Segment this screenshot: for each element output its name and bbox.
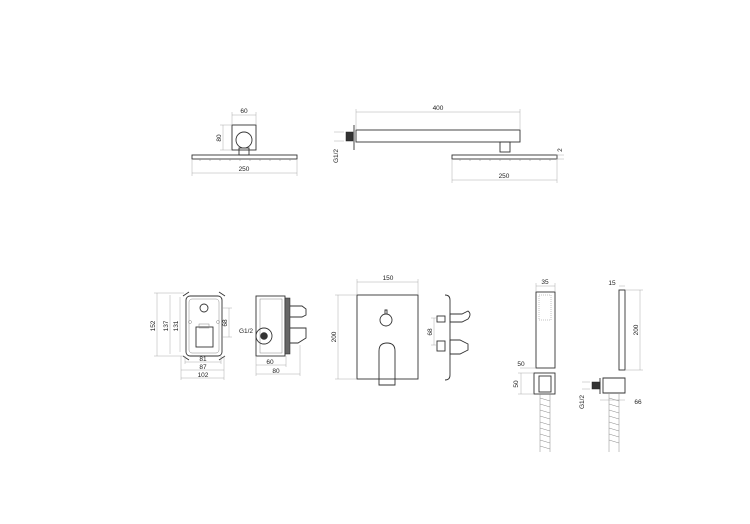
dim-thickness: 15 — [608, 280, 616, 287]
dim-outlet-spacing: 68 — [427, 328, 434, 336]
dim-neck: 50 — [517, 361, 525, 368]
dim-width-mid: 87 — [199, 364, 207, 371]
dim-holder-height: 50 — [513, 380, 520, 388]
dim-bracket-width: 60 — [240, 108, 248, 115]
dim-height-inner: 131 — [173, 320, 180, 331]
dim-depth-inner: 60 — [266, 359, 274, 366]
overhead-shower-side-view: 400 G1/2 2 250 — [333, 105, 564, 183]
dim-plate-width: 150 — [383, 275, 394, 282]
dim-height-outer: 152 — [150, 320, 157, 331]
dim-projection: 66 — [634, 399, 642, 406]
dim-arm-length: 400 — [433, 105, 444, 112]
dim-width: 35 — [541, 279, 549, 286]
overhead-shower-front-view: 60 80 250 — [191, 108, 298, 176]
concealed-box-front-view: 152 137 131 68 81 87 102 — [150, 291, 232, 380]
dim-plate-height: 200 — [331, 331, 338, 342]
dim-thread: G1/2 — [239, 328, 253, 335]
dim-width-inner: 81 — [199, 356, 207, 363]
hand-shower-side-view: 15 200 G1/2 66 — [579, 280, 643, 452]
dim-height-mid: 137 — [163, 320, 170, 331]
dim-outlet-spacing: 68 — [222, 319, 229, 327]
dim-head-width: 250 — [239, 166, 250, 173]
dim-width-outer: 102 — [198, 372, 209, 379]
dim-bracket-height: 80 — [216, 134, 223, 142]
dim-thread: G1/2 — [333, 149, 340, 163]
dim-length: 200 — [633, 324, 640, 335]
dim-head-thickness: 2 — [557, 148, 564, 152]
dim-thread: G1/2 — [579, 395, 586, 409]
concealed-box-side-view: G1/2 60 80 — [239, 295, 307, 376]
trim-plate-front-view: 150 200 — [331, 275, 419, 386]
hand-shower-front-view: 35 50 50 — [513, 279, 556, 452]
dim-depth-outer: 80 — [272, 368, 280, 375]
dim-head-width: 250 — [499, 173, 510, 180]
trim-plate-side-view: 68 — [427, 294, 471, 381]
